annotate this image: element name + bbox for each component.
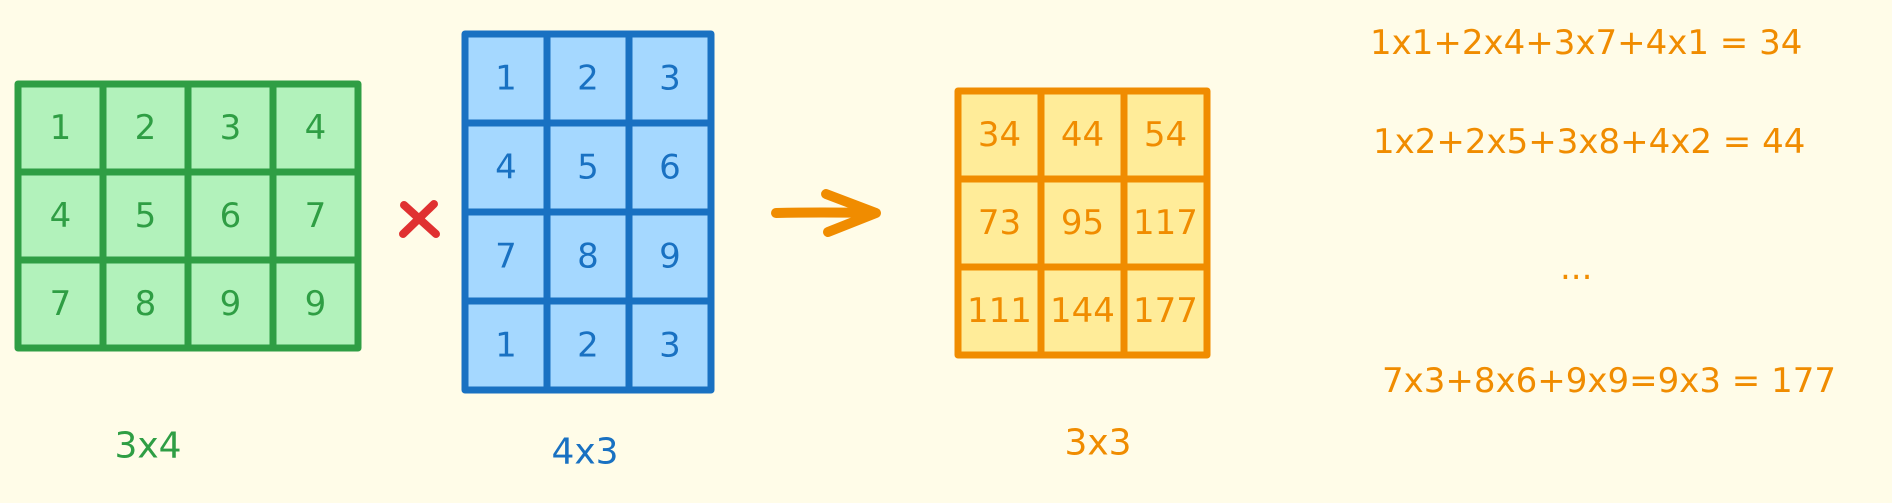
matrix-a-cell [269, 256, 362, 352]
matrix-a-cell [14, 256, 107, 352]
matrix-a-cell-value: 9 [305, 284, 327, 324]
matrix-a-cell-value: 3 [220, 108, 242, 148]
matrix-b-cell-value: 3 [659, 59, 681, 99]
matrix-a-cell-value: 9 [220, 284, 242, 324]
matrix-b-cell-value: 1 [495, 59, 517, 99]
equation-ellipsis: ... [1560, 248, 1592, 288]
matrix-a-cell-value: 8 [135, 284, 157, 324]
matrix-c-dimension-label: 3x3 [1064, 423, 1131, 464]
matrix-a-cell-value: 7 [50, 284, 72, 324]
matrix-a-cell [99, 256, 192, 352]
matrix-b-dimension-label: 4x3 [551, 432, 618, 473]
matrix-b-cell-value: 8 [577, 237, 599, 277]
matrix-b-cell-value: 5 [577, 148, 599, 188]
matrix-c-cell-value: 144 [1050, 291, 1115, 331]
matrix-b-cell-value: 3 [659, 326, 681, 366]
matrix-c-cell-value: 95 [1061, 203, 1104, 243]
matrix-b-cell [543, 297, 633, 394]
matrix-b-cell [625, 297, 715, 394]
matrix-a-cell-value: 1 [50, 108, 72, 148]
matrix-b-cell-value: 7 [495, 237, 517, 277]
matrix-a-cell-value: 6 [220, 196, 242, 236]
matrix-a-cell [269, 80, 362, 176]
matrix-c-cell-value: 177 [1133, 291, 1198, 331]
matrix-a-cell-value: 2 [135, 108, 157, 148]
matrix-b-cell-value: 9 [659, 237, 681, 277]
matrix-b-cell-value: 6 [659, 148, 681, 188]
matrix-c: 34 44 54 73 95 117 111 144 177 [954, 87, 1211, 359]
arrow-right-icon [771, 189, 881, 237]
matrix-c-cell [1120, 263, 1211, 359]
matrix-c-cell-value: 117 [1133, 203, 1198, 243]
matrix-c-cell [1120, 87, 1211, 183]
matrix-a-dimension-label: 3x4 [114, 426, 181, 467]
matrix-c-cell-value: 111 [967, 291, 1032, 331]
matrix-b-cell [461, 208, 551, 305]
matrix-b-cell [543, 119, 633, 216]
matrix-a-cell-value: 4 [50, 196, 72, 236]
matrix-b-cell-value: 2 [577, 59, 599, 99]
matrix-c-cell-value: 34 [978, 115, 1021, 155]
matrix-a-cell-value: 4 [305, 108, 327, 148]
equation-line: 1x1+2x4+3x7+4x1 = 34 [1370, 23, 1802, 63]
equation-line: 1x2+2x5+3x8+4x2 = 44 [1373, 122, 1805, 162]
matrix-c-cell-value: 73 [978, 203, 1021, 243]
equation-line: 7x3+8x6+9x9=9x3 = 177 [1382, 361, 1836, 401]
matrix-c-cell [954, 263, 1045, 359]
matrix-a-cell-value: 5 [135, 196, 157, 236]
matrix-b-cell-value: 4 [495, 148, 517, 188]
matrix-b-cell-value: 1 [495, 326, 517, 366]
matrix-a: 1 2 3 4 4 5 6 7 7 8 9 9 [14, 80, 362, 352]
matrix-c-cell-value: 44 [1061, 115, 1104, 155]
matrix-b: 1 2 3 4 5 6 7 8 9 1 2 3 [461, 30, 715, 394]
matrix-b-cell-value: 2 [577, 326, 599, 366]
matrix-a-cell [269, 168, 362, 264]
matrix-c-cell-value: 54 [1144, 115, 1187, 155]
multiply-icon [399, 200, 440, 238]
matrix-a-cell-value: 7 [305, 196, 327, 236]
